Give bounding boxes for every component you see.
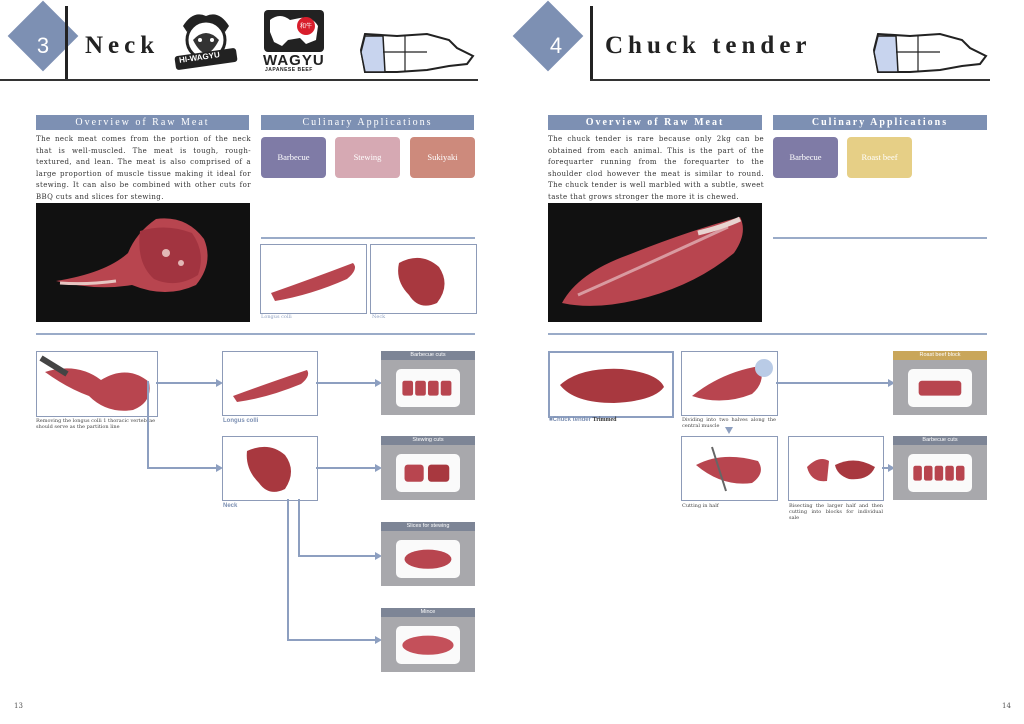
culinary-rule <box>261 237 475 239</box>
section-number: 3 <box>36 33 50 58</box>
section-rule <box>36 333 475 335</box>
connector <box>316 467 376 469</box>
arrow-icon <box>216 379 223 387</box>
connector <box>156 382 218 384</box>
raw-meat-photo <box>36 203 250 322</box>
flow-start-label: ■Chuck tender Trimmed <box>549 417 617 423</box>
connector <box>298 499 300 556</box>
page-title: Chuck tender <box>605 32 812 59</box>
connector <box>147 467 218 469</box>
wagyu-logo-sub: JAPANESE BEEF <box>265 67 313 73</box>
tag-sukiyaki: Sukiyaki <box>410 137 475 178</box>
culinary-band: Culinary Applications <box>773 115 987 130</box>
connector <box>776 382 889 384</box>
tag-barbecue: Barbecue <box>261 137 326 178</box>
flow-start-caption: Removing the longus colli 1 thoracic ver… <box>36 418 156 430</box>
page-number: 14 <box>1002 702 1011 710</box>
flow-bisect-caption: Bisecting the larger half and then cutti… <box>789 503 883 521</box>
culinary-band: Culinary Applications <box>261 115 474 130</box>
product-roast-beef-block: Roast beef block <box>893 351 987 415</box>
product-stewing-cuts: Stewing cuts <box>381 436 475 500</box>
header-rule <box>0 79 478 81</box>
flow-start-state: Trimmed <box>592 417 617 423</box>
product-label: Slices for stewing <box>381 522 475 531</box>
flow-half-caption: Cutting in half <box>682 503 719 509</box>
tag-barbecue: Barbecue <box>773 137 838 178</box>
hiwagyu-logo: HI-WAGYU <box>173 10 239 74</box>
product-label: Roast beef block <box>893 351 987 360</box>
product-label: Stewing cuts <box>381 436 475 445</box>
product-label: Barbecue cuts <box>893 436 987 445</box>
flow-neck-label: Neck <box>223 503 238 509</box>
arrow-icon <box>375 552 382 560</box>
product-barbecue-cuts: Barbecue cuts <box>893 436 987 500</box>
arrow-icon <box>888 464 895 472</box>
connector <box>287 639 376 641</box>
flow-split-photo <box>681 351 778 416</box>
flow-longus-photo <box>222 351 318 416</box>
product-mince: Mince <box>381 608 475 672</box>
culinary-rule <box>773 237 987 239</box>
cut-location-diagram <box>357 26 477 76</box>
arrow-icon <box>216 464 223 472</box>
flow-longus-label: Longus colli <box>223 418 259 424</box>
arrow-down-icon <box>725 427 733 434</box>
section-number: 4 <box>549 33 563 58</box>
product-label: Mince <box>381 608 475 617</box>
connector <box>287 499 289 640</box>
product-slices-stewing: Slices for stewing <box>381 522 475 586</box>
description: The chuck tender is rare because only 2k… <box>548 135 764 201</box>
product-label: Barbecue cuts <box>381 351 475 360</box>
section-rule <box>548 333 987 335</box>
thumb-neck <box>370 244 477 314</box>
arrow-icon <box>375 379 382 387</box>
flow-split-caption: Dividing into two halves along the centr… <box>682 417 776 429</box>
header-rule <box>590 79 990 81</box>
connector <box>298 555 376 557</box>
arrow-icon <box>375 464 382 472</box>
tag-stewing: Stewing <box>335 137 400 178</box>
thumb-caption-longus: Longus colli <box>261 314 292 320</box>
flow-neck-photo <box>222 436 318 501</box>
overview-band: Overview of Raw Meat <box>548 115 762 130</box>
cut-location-diagram <box>870 26 990 76</box>
arrow-icon <box>375 636 382 644</box>
page-number: 13 <box>14 702 23 710</box>
overview-band: Overview of Raw Meat <box>36 115 249 130</box>
title-divider <box>65 6 68 80</box>
flow-bisect-photo <box>788 436 884 501</box>
raw-meat-photo <box>548 203 762 322</box>
product-barbecue-cuts: Barbecue cuts <box>381 351 475 415</box>
connector <box>316 382 376 384</box>
connector <box>882 467 890 469</box>
thumb-longus-colli <box>260 244 367 314</box>
flow-start-photo <box>36 351 158 417</box>
thumb-caption-neck: Neck <box>372 314 386 320</box>
wagyu-logo-word: WAGYU <box>263 52 325 69</box>
description: The neck meat comes from the portion of … <box>36 135 251 201</box>
connector <box>147 381 149 468</box>
flow-half-photo <box>681 436 778 501</box>
arrow-icon <box>888 379 895 387</box>
wagyu-logo-kanji: 和牛 <box>300 23 313 30</box>
flow-start-name: Chuck tender <box>552 417 591 423</box>
page-title: Neck <box>85 32 160 59</box>
tag-roast-beef: Roast beef <box>847 137 912 178</box>
title-divider <box>590 6 593 80</box>
flow-start-photo <box>548 351 674 418</box>
wagyu-logo: 和牛 WAGYU JAPANESE BEEF <box>260 8 328 74</box>
